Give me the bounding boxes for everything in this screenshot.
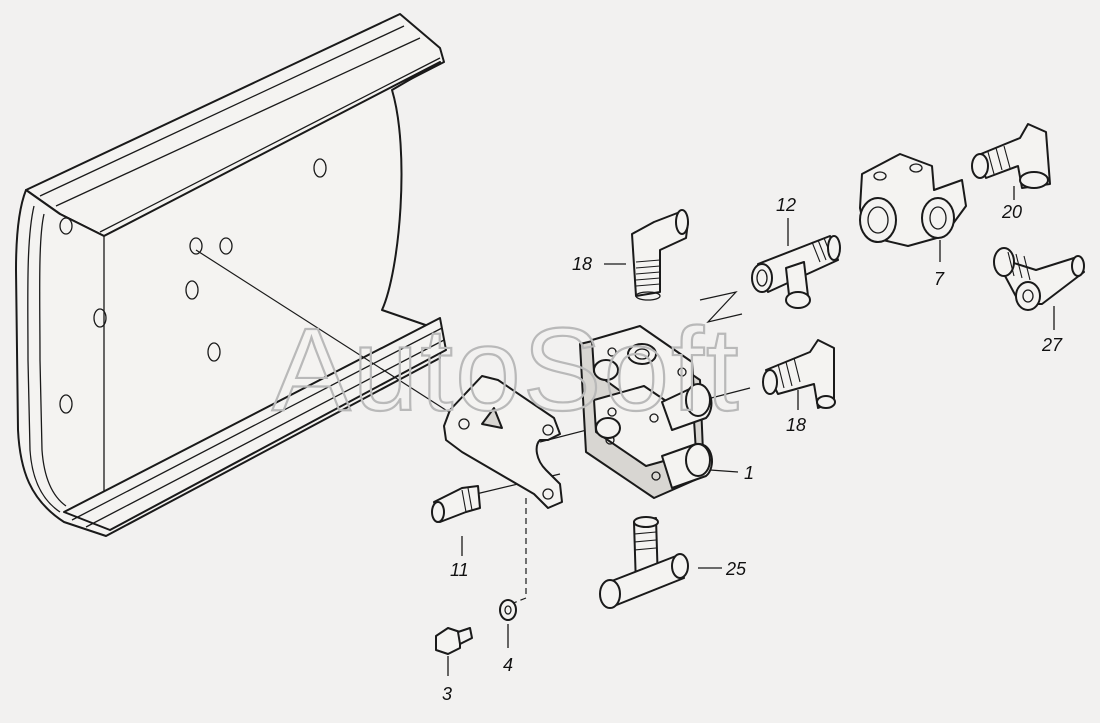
leader-1 [709, 469, 739, 473]
elbow-fitting-27 [993, 247, 1085, 311]
elbow-fitting-20 [971, 123, 1051, 189]
valve-body-7 [859, 153, 967, 247]
callout-25: 25 [725, 559, 747, 579]
washer-4 [499, 599, 517, 621]
callout-3: 3 [442, 684, 452, 704]
frame-channel-bracket [15, 13, 447, 537]
elbow-fitting-18-right [762, 339, 836, 409]
watermark-text: AutoSoft [272, 304, 741, 436]
callout-11: 11 [450, 560, 469, 580]
callout-27: 27 [1041, 335, 1063, 355]
callout-12: 12 [776, 195, 796, 215]
callout-1: 1 [744, 463, 754, 483]
callout-18-upper: 18 [572, 254, 592, 274]
elbow-fitting-18-upper [631, 209, 689, 301]
assembly-axis-hole-to-plate [195, 249, 453, 415]
mounting-plate [443, 375, 563, 509]
callout-7: 7 [934, 269, 945, 289]
callout-4: 4 [503, 655, 513, 675]
callout-18-right: 18 [786, 415, 806, 435]
bolt-3 [435, 627, 473, 655]
assembly-axis-dashed [505, 498, 527, 607]
tee-fitting-12 [751, 235, 841, 309]
assembly-axis-valve-upper [699, 290, 743, 324]
plug-fitting-11 [431, 485, 481, 523]
four-circuit-protection-valve [579, 325, 713, 499]
tee-fitting-25 [599, 516, 689, 609]
callout-20: 20 [1001, 202, 1022, 222]
